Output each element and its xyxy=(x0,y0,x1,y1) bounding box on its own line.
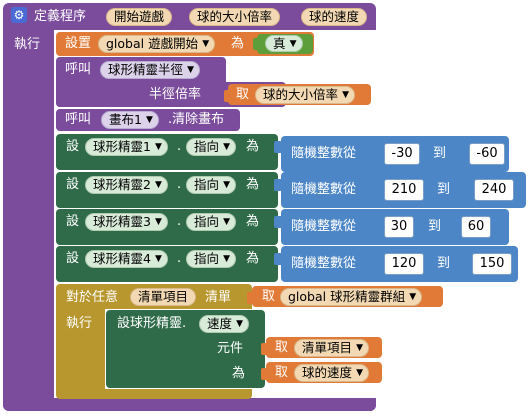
procedure-block-footer xyxy=(3,398,376,411)
from-number[interactable]: -30 xyxy=(384,143,420,165)
in-list-label: 清單 xyxy=(205,290,232,305)
to-number[interactable]: 240 xyxy=(474,179,514,201)
from-number[interactable]: 30 xyxy=(384,216,414,238)
property-dropdown[interactable]: 指向▼ xyxy=(186,138,237,156)
for-each-label: 對於任意 xyxy=(66,290,119,305)
gear-icon[interactable]: ⚙ xyxy=(11,7,27,23)
dot-label: . xyxy=(177,214,182,229)
property-dropdown[interactable]: 指向▼ xyxy=(186,213,237,231)
call-label: 呼叫 xyxy=(65,62,92,77)
random-label: 隨機整數從 xyxy=(291,219,357,234)
random-label: 隨機整數從 xyxy=(291,182,357,197)
range-to-label: 到 xyxy=(428,219,442,234)
range-to-label: 到 xyxy=(437,256,451,271)
item-dropdown[interactable]: 清單項目▼ xyxy=(294,339,370,357)
to-label: 為 xyxy=(231,36,245,51)
value-socket xyxy=(274,216,282,228)
random-label: 隨機整數從 xyxy=(291,146,357,161)
generic-property-dropdown[interactable]: 速度▼ xyxy=(199,315,250,333)
range-to-label: 到 xyxy=(433,146,447,161)
call-label: 呼叫 xyxy=(65,112,92,127)
generic-set-label: 設球形精靈. xyxy=(117,316,187,331)
get-label: 取 xyxy=(275,340,289,355)
to-label: 為 xyxy=(246,177,260,192)
set-label: 設 xyxy=(66,251,80,266)
set-label: 設 xyxy=(66,214,80,229)
procedure-name-field[interactable]: 開始遊戲 xyxy=(106,8,173,26)
component-dropdown[interactable]: 球形精靈半徑▼ xyxy=(100,61,201,79)
from-socket xyxy=(374,146,382,158)
dot-label: . xyxy=(177,177,182,192)
canvas-dropdown[interactable]: 畫布1▼ xyxy=(101,111,159,129)
sprite-dropdown[interactable]: 球形精靈3▼ xyxy=(85,213,168,231)
from-number[interactable]: 120 xyxy=(384,253,424,275)
dot-label: . xyxy=(177,139,182,154)
to-number[interactable]: 60 xyxy=(461,216,491,238)
from-socket xyxy=(374,256,382,268)
component-label: 元件 xyxy=(217,341,244,356)
value-socket xyxy=(274,253,282,265)
set-label: 設 xyxy=(66,139,80,154)
component-socket xyxy=(261,343,269,355)
to-label: 為 xyxy=(246,214,260,229)
for-each-do-label: 執行 xyxy=(66,316,93,331)
get-label: 取 xyxy=(275,365,289,380)
get-variable-dropdown[interactable]: 球的大小倍率▼ xyxy=(255,86,356,104)
to-number[interactable]: -60 xyxy=(469,143,505,165)
get-label: 取 xyxy=(236,87,250,102)
from-socket xyxy=(374,219,382,231)
property-dropdown[interactable]: 指向▼ xyxy=(186,250,237,268)
list-socket xyxy=(247,292,255,304)
to-label: 為 xyxy=(246,251,260,266)
global-var-dropdown[interactable]: global 遊戲開始▼ xyxy=(98,35,216,53)
get-label: 取 xyxy=(262,289,276,304)
property-dropdown[interactable]: 指向▼ xyxy=(186,176,237,194)
value-socket xyxy=(274,141,282,153)
range-to-label: 到 xyxy=(437,182,451,197)
random-label: 隨機整數從 xyxy=(291,256,357,271)
value-socket xyxy=(261,368,269,380)
from-number[interactable]: 210 xyxy=(384,179,424,201)
dot-label: . xyxy=(177,251,182,266)
item-variable-field[interactable]: 清單項目 xyxy=(130,288,197,306)
to-number[interactable]: 150 xyxy=(472,253,512,275)
from-socket xyxy=(374,182,382,194)
list-dropdown[interactable]: global 球形精靈群組▼ xyxy=(280,288,423,306)
set-label: 設置 xyxy=(65,36,92,51)
speed-dropdown[interactable]: 球的速度▼ xyxy=(294,364,370,382)
set-label: 設 xyxy=(66,177,80,192)
to-label: 為 xyxy=(246,139,260,154)
sprite-dropdown[interactable]: 球形精靈2▼ xyxy=(85,176,168,194)
procedure-do-label: 執行 xyxy=(14,37,41,52)
sprite-dropdown[interactable]: 球形精靈4▼ xyxy=(85,250,168,268)
to-label: 為 xyxy=(232,366,246,381)
procedure-param-2[interactable]: 球的速度 xyxy=(301,8,368,26)
param-label: 半徑倍率 xyxy=(149,87,202,102)
sprite-dropdown[interactable]: 球形精靈1▼ xyxy=(85,138,168,156)
method-label: .清除畫布 xyxy=(168,112,225,127)
value-socket xyxy=(274,179,282,191)
procedure-keyword: 定義程序 xyxy=(34,9,87,24)
true-dropdown[interactable]: 真▼ xyxy=(265,35,303,52)
procedure-param-1[interactable]: 球的大小倍率 xyxy=(189,8,281,26)
